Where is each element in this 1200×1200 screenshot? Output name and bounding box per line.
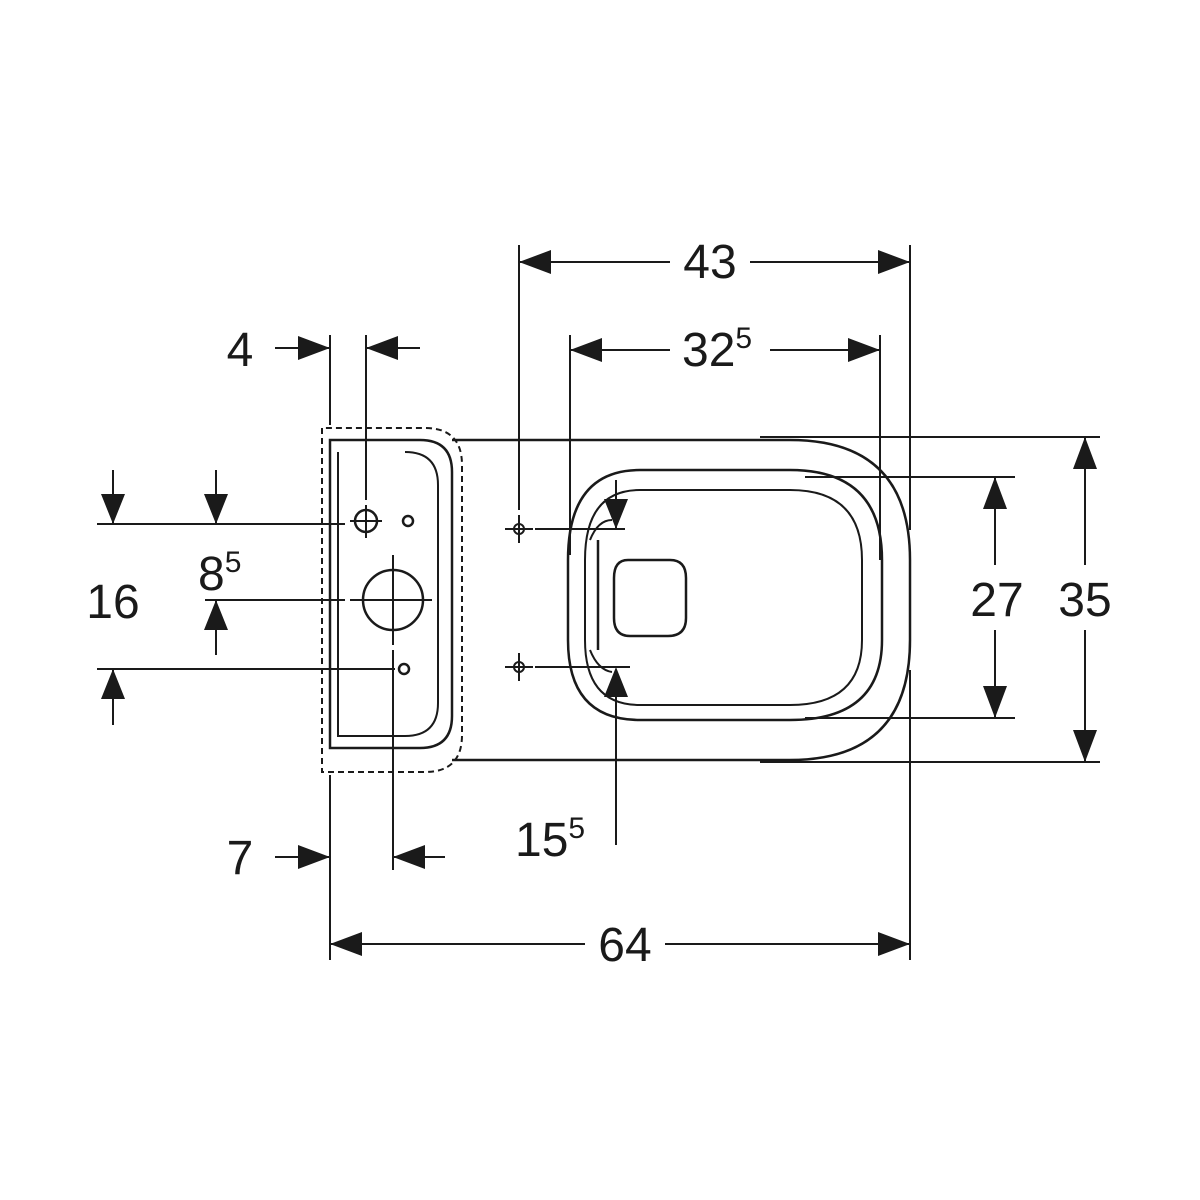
toilet-outline: [321, 427, 912, 773]
dim-64: 64: [598, 919, 651, 972]
dim-16: 16: [86, 576, 139, 629]
dim-32-5: 325: [682, 322, 752, 377]
dim-4: 4: [227, 324, 254, 377]
dim-7: 7: [227, 832, 254, 885]
dim-35: 35: [1058, 574, 1111, 627]
dim-27: 27: [970, 574, 1023, 627]
dim-8-5: 85: [198, 546, 241, 601]
dim-43: 43: [683, 236, 736, 289]
fixing-holes: [350, 505, 533, 681]
dim-15-5: 155: [515, 812, 585, 867]
extension-lines: [97, 245, 1100, 960]
dimension-arrows: [101, 250, 1097, 956]
dimension-labels: 43 325 4 85 16 27 35 155 7 64: [86, 236, 1111, 972]
